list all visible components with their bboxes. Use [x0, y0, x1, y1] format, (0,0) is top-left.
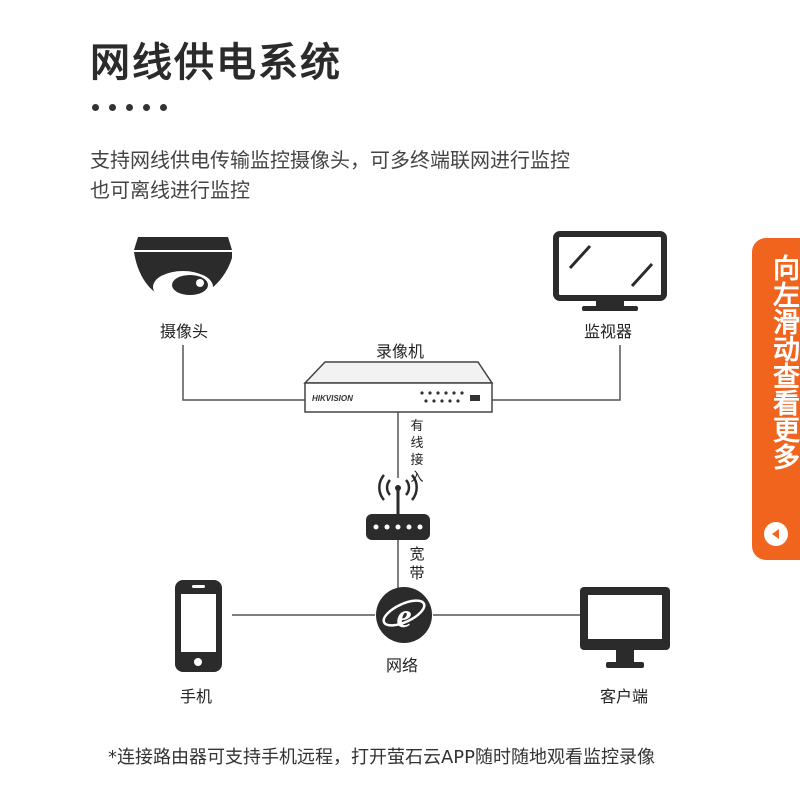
phone-label: 手机	[180, 687, 213, 706]
swipe-left-tab[interactable]: 向左滑动查看更多	[752, 238, 800, 560]
edge-monitor-nvr	[492, 345, 621, 401]
broadband-label: 宽带	[409, 545, 425, 582]
nvr-label: 录像机	[376, 342, 425, 361]
nvr-icon: HIKVISION	[303, 361, 494, 413]
swipe-left-text: 向左滑动查看更多	[768, 254, 799, 470]
client-computer-icon	[580, 587, 670, 668]
camera-icon	[134, 237, 232, 303]
edge-camera-nvr	[182, 345, 305, 401]
wifi-signal-icon	[378, 474, 418, 501]
connection-lines	[182, 345, 621, 616]
phone-icon	[175, 580, 222, 672]
monitor-icon	[553, 231, 667, 311]
description-line-2: 也可离线进行监控	[90, 178, 250, 202]
network-label: 网络	[386, 656, 419, 675]
left-arrow-icon	[764, 522, 788, 546]
monitor-label: 监视器	[584, 322, 633, 341]
description: 支持网线供电传输监控摄像头，可多终端联网进行监控 也可离线进行监控	[90, 145, 570, 205]
router-icon	[366, 514, 430, 540]
camera-label: 摄像头	[160, 322, 209, 341]
description-line-1: 支持网线供电传输监控摄像头，可多终端联网进行监控	[90, 148, 570, 172]
page-title: 网线供电系统	[90, 40, 342, 86]
nvr-brand-label: HIKVISION	[312, 394, 353, 403]
client-label: 客户端	[600, 687, 649, 706]
network-icon: e	[376, 587, 432, 643]
wired-access-label: 有线接入	[410, 419, 424, 485]
svg-text:e: e	[396, 598, 411, 635]
decorative-dots	[92, 104, 167, 111]
footer-note: *连接路由器可支持手机远程，打开萤石云APP随时随地观看监控录像	[108, 747, 656, 768]
